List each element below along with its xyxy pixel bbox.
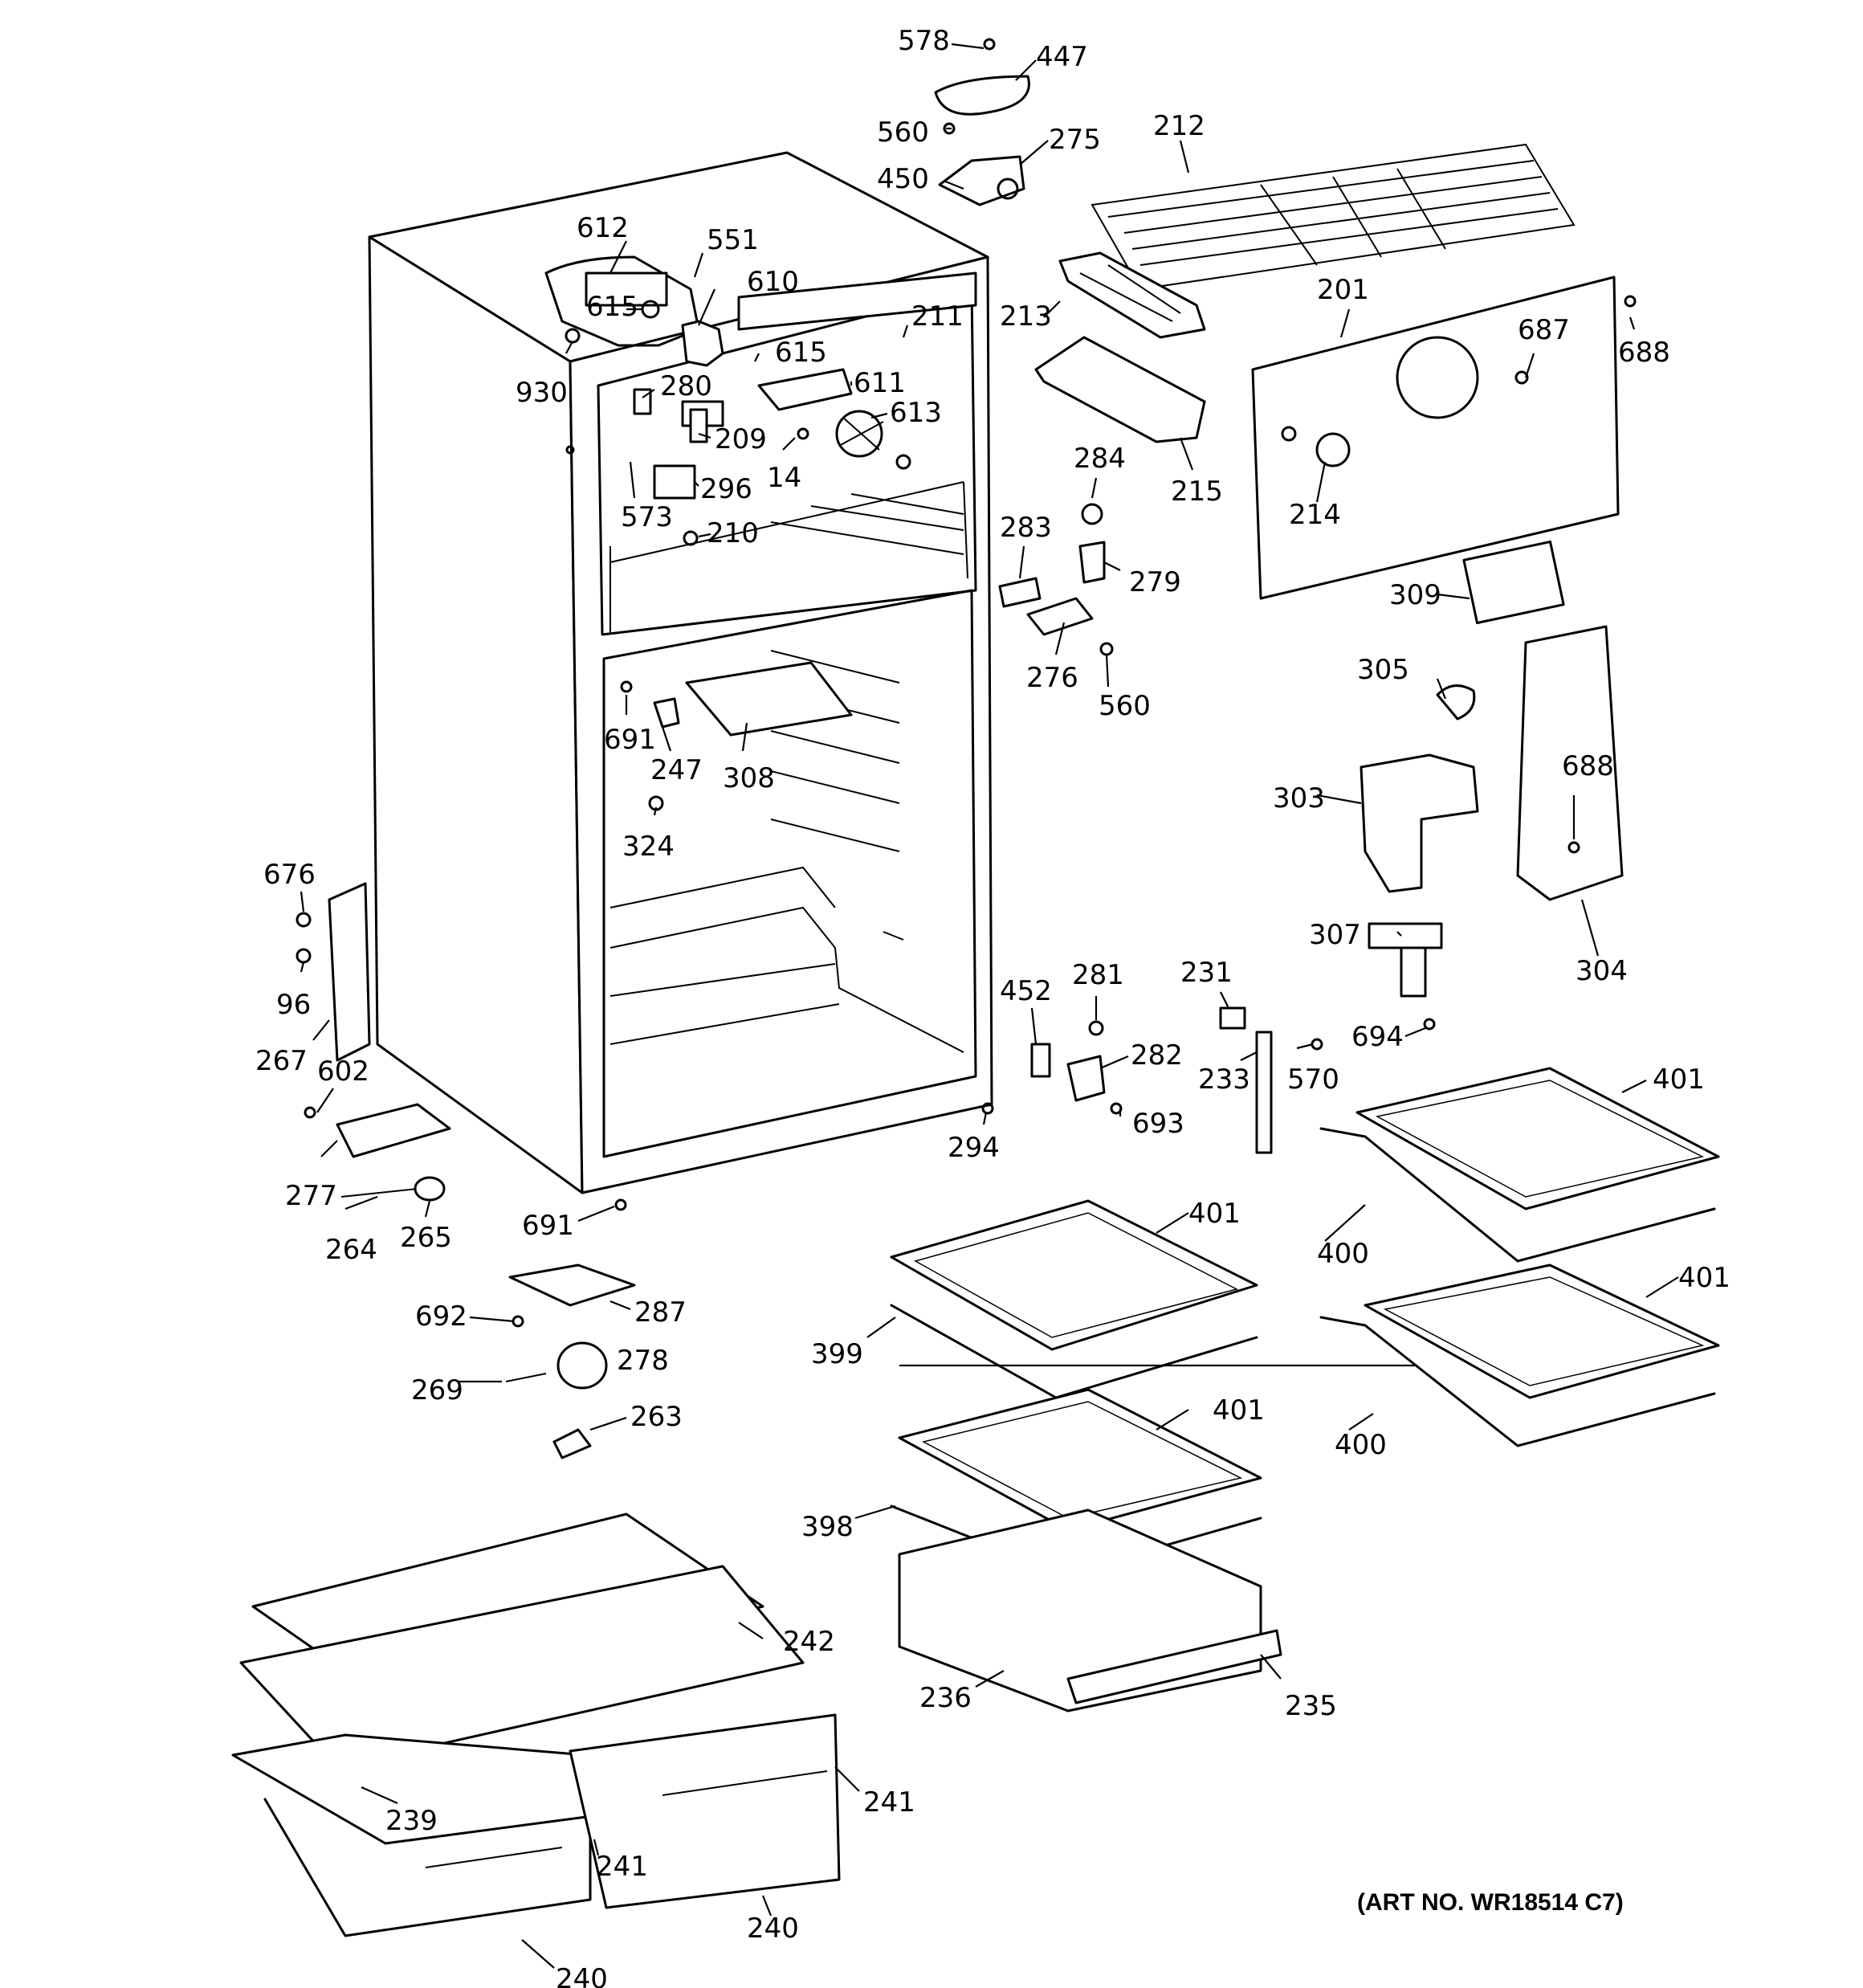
callout-269: 269 bbox=[411, 1374, 463, 1406]
callout-691b: 691 bbox=[522, 1210, 574, 1242]
callout-284: 284 bbox=[1074, 443, 1126, 475]
callout-201: 201 bbox=[1317, 274, 1369, 306]
cabinet-drawing bbox=[368, 151, 993, 1194]
callout-570: 570 bbox=[1287, 1063, 1339, 1096]
control-parts bbox=[544, 255, 911, 546]
callout-693: 693 bbox=[1132, 1108, 1184, 1140]
callout-602: 602 bbox=[317, 1055, 369, 1088]
callout-309: 309 bbox=[1389, 579, 1441, 611]
callout-239: 239 bbox=[385, 1805, 438, 1837]
callout-676: 676 bbox=[263, 859, 316, 891]
left-side-parts bbox=[296, 882, 636, 1459]
callout-573: 573 bbox=[621, 501, 673, 533]
callout-276: 276 bbox=[1026, 662, 1078, 694]
callout-691: 691 bbox=[604, 724, 656, 756]
callout-211: 211 bbox=[911, 300, 964, 333]
callout-240a: 240 bbox=[747, 1912, 799, 1945]
callout-294: 294 bbox=[948, 1132, 1000, 1164]
callout-214: 214 bbox=[1289, 499, 1341, 531]
callout-265: 265 bbox=[400, 1222, 452, 1254]
callout-308: 308 bbox=[723, 762, 775, 794]
callout-615b: 615 bbox=[775, 337, 827, 369]
callout-400a: 400 bbox=[1317, 1238, 1369, 1270]
callout-303: 303 bbox=[1273, 782, 1325, 814]
callout-401a: 401 bbox=[1653, 1063, 1705, 1096]
callout-304: 304 bbox=[1576, 955, 1628, 987]
callout-296: 296 bbox=[700, 473, 752, 505]
callout-279: 279 bbox=[1129, 566, 1181, 598]
callout-613: 613 bbox=[890, 397, 942, 429]
callout-930: 930 bbox=[516, 377, 568, 409]
callout-450: 450 bbox=[877, 163, 929, 195]
callout-398: 398 bbox=[801, 1511, 854, 1543]
crispers bbox=[231, 1512, 841, 1937]
callout-210: 210 bbox=[707, 517, 759, 549]
callout-labels: 578 447 560 275 450 212 612 551 610 615 … bbox=[255, 25, 1731, 1988]
callout-264: 264 bbox=[325, 1234, 377, 1266]
callout-560: 560 bbox=[877, 116, 929, 149]
callout-305: 305 bbox=[1357, 654, 1409, 686]
callout-247: 247 bbox=[650, 754, 703, 786]
callout-560b: 560 bbox=[1099, 690, 1151, 722]
callout-212: 212 bbox=[1153, 110, 1205, 142]
callout-209: 209 bbox=[715, 423, 767, 455]
callout-267: 267 bbox=[255, 1045, 308, 1077]
callout-240b: 240 bbox=[556, 1963, 608, 1988]
leader-lines bbox=[300, 43, 1679, 1969]
callout-235: 235 bbox=[1285, 1690, 1337, 1722]
mid-loose-parts bbox=[620, 661, 1323, 1154]
callout-283: 283 bbox=[1000, 512, 1052, 544]
callout-610: 610 bbox=[747, 266, 799, 298]
callout-233: 233 bbox=[1198, 1063, 1250, 1096]
callout-615: 615 bbox=[586, 291, 638, 323]
shelves bbox=[890, 1067, 1720, 1712]
callout-241a: 241 bbox=[863, 1786, 915, 1819]
callout-282: 282 bbox=[1131, 1039, 1183, 1072]
callout-277: 277 bbox=[285, 1180, 337, 1212]
freezer-parts bbox=[1034, 251, 1637, 625]
callout-236: 236 bbox=[919, 1682, 972, 1714]
callout-287: 287 bbox=[634, 1296, 687, 1329]
callout-278: 278 bbox=[617, 1345, 669, 1377]
callout-688b: 688 bbox=[1562, 750, 1614, 782]
callout-96: 96 bbox=[276, 989, 311, 1021]
callout-694: 694 bbox=[1351, 1021, 1404, 1053]
callout-324: 324 bbox=[622, 831, 675, 863]
callout-215: 215 bbox=[1171, 476, 1223, 508]
callout-452: 452 bbox=[1000, 975, 1052, 1007]
callout-231: 231 bbox=[1180, 957, 1233, 989]
top-hinge-parts bbox=[934, 38, 1576, 291]
callout-611: 611 bbox=[854, 367, 906, 399]
callout-401c: 401 bbox=[1678, 1262, 1731, 1294]
callout-612: 612 bbox=[577, 212, 629, 244]
callout-692: 692 bbox=[415, 1300, 467, 1333]
callout-14: 14 bbox=[767, 462, 801, 494]
airflow-parts bbox=[998, 503, 1624, 1031]
callout-447: 447 bbox=[1036, 41, 1088, 73]
callout-401d: 401 bbox=[1213, 1394, 1265, 1427]
callout-688: 688 bbox=[1618, 337, 1670, 369]
art-number: (ART NO. WR18514 C7) bbox=[1357, 1889, 1624, 1916]
callout-263: 263 bbox=[630, 1401, 683, 1433]
callout-687: 687 bbox=[1518, 314, 1570, 346]
callout-242: 242 bbox=[783, 1626, 835, 1658]
callout-213: 213 bbox=[1000, 300, 1052, 333]
callout-399: 399 bbox=[811, 1338, 863, 1370]
callout-307: 307 bbox=[1309, 919, 1361, 951]
callout-551: 551 bbox=[707, 224, 759, 256]
callout-578: 578 bbox=[898, 25, 950, 57]
callout-280: 280 bbox=[660, 370, 712, 402]
callout-281: 281 bbox=[1072, 959, 1124, 991]
callout-275: 275 bbox=[1049, 124, 1101, 156]
callout-401b: 401 bbox=[1188, 1198, 1241, 1230]
callout-400b: 400 bbox=[1335, 1429, 1387, 1461]
callout-241b: 241 bbox=[596, 1851, 648, 1883]
